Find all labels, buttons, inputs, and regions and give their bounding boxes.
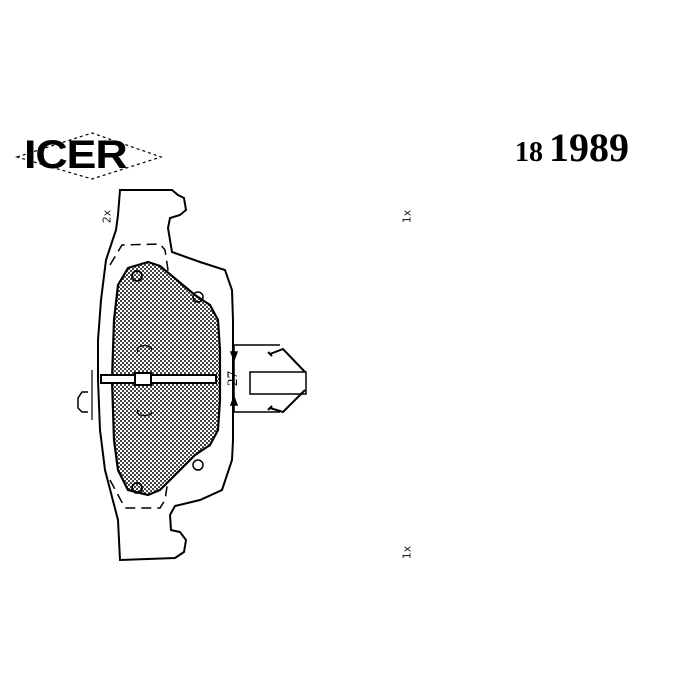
part-number-prefix: 18 <box>515 137 543 168</box>
inner-pad-front-view <box>77 189 234 562</box>
logo-text: ICER <box>24 133 128 177</box>
diamond-outline-icon <box>14 132 163 180</box>
inner-pad-quantity-label: 2x <box>100 209 114 224</box>
clip-dimension-detail <box>229 344 307 414</box>
outer-pad-quantity-label-bottom: 1x <box>400 545 414 560</box>
outer-pad-quantity-label-top: 1x <box>400 209 414 224</box>
brand-logo: ICER <box>14 130 164 180</box>
clip-dimension-label: 27 <box>225 371 241 386</box>
part-number-main: 1989 <box>549 125 629 170</box>
